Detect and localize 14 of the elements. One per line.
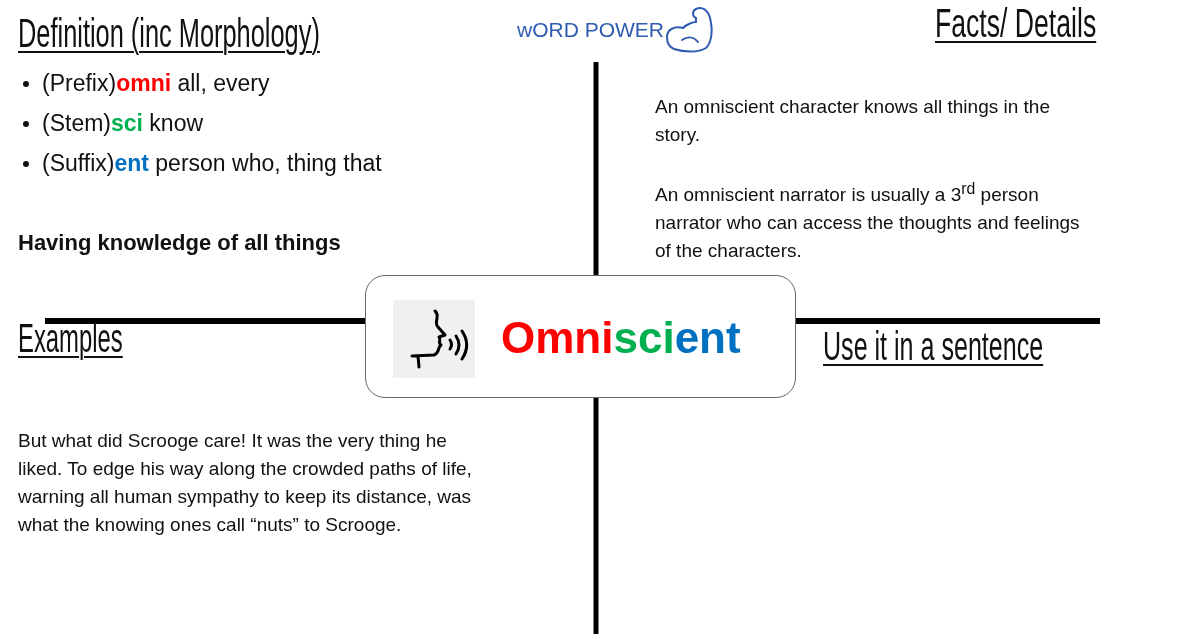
section-heading: Use it in a sentence <box>823 323 1044 369</box>
paragraph-text: An omniscient character knows all things in the story. <box>655 95 1051 147</box>
section-heading: Facts/ Details <box>935 0 1097 46</box>
paragraph-text: But what did Scrooge care! It was the very thing he liked. To edge his way along the crowded paths of life, warning all human sympathy to keep its distance, was what the knowing ones call “nuts” to Scrooge. <box>18 429 473 537</box>
paragraph-text: An omniscient narrator is usually a 3$^{rd}$ person narrator who can access the thoughts and feelings of the characters. <box>655 179 1081 264</box>
section-heading: Definition (inc Morphology) <box>18 10 320 56</box>
definition-text: Having knowledge of all things <box>18 229 341 257</box>
bullet-text: (Suffix)ent person who, thing that <box>42 149 382 177</box>
section-heading: Examples <box>18 315 123 361</box>
bullet-text: (Prefix)omni all, every <box>42 69 270 97</box>
term-box <box>365 275 796 398</box>
title-text: wORD POWER <box>517 18 664 42</box>
term-word: Omniscient <box>501 313 741 363</box>
bullet-text: (Stem)sci know <box>42 109 204 137</box>
